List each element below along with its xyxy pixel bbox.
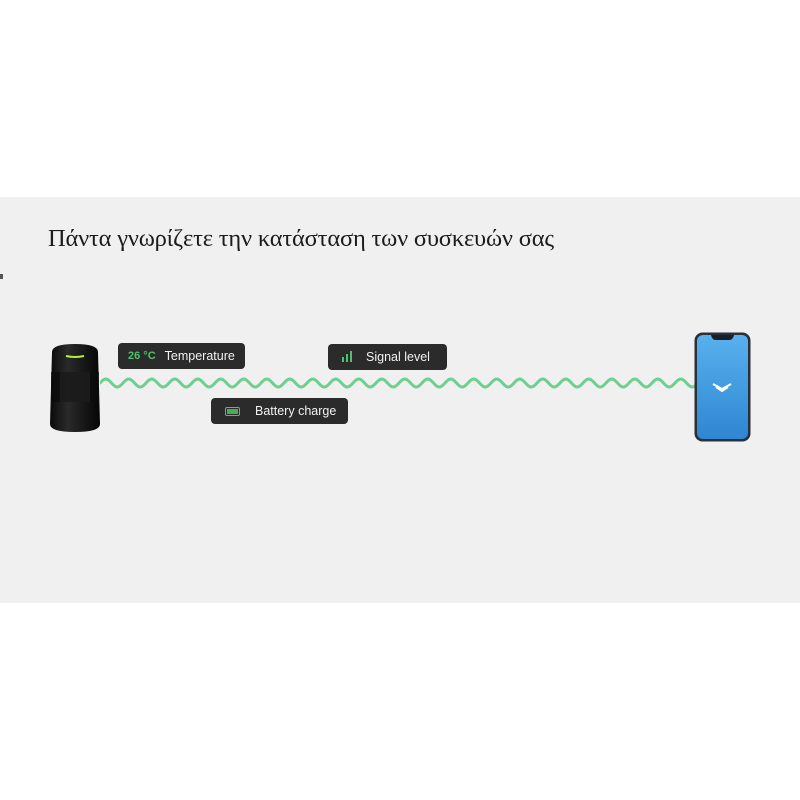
signal-level-label: Signal level xyxy=(366,350,430,364)
smartphone-device xyxy=(694,332,751,442)
motion-detector-device xyxy=(50,344,100,432)
signal-bars-icon xyxy=(342,351,352,362)
battery-charge-badge: Battery charge xyxy=(211,398,348,424)
battery-icon xyxy=(225,406,240,416)
battery-charge-label: Battery charge xyxy=(255,404,337,418)
content-band xyxy=(0,197,800,603)
temperature-badge: 26 °C Temperature xyxy=(118,343,245,369)
edge-cursor-mark xyxy=(0,274,3,279)
page-title: Πάντα γνωρίζετε την κατάσταση των συσκευ… xyxy=(48,225,554,252)
wireless-wave-line xyxy=(100,377,696,389)
temperature-value: 26 °C xyxy=(128,350,156,362)
signal-level-badge: Signal level xyxy=(328,344,447,370)
temperature-label: Temperature xyxy=(164,349,235,363)
